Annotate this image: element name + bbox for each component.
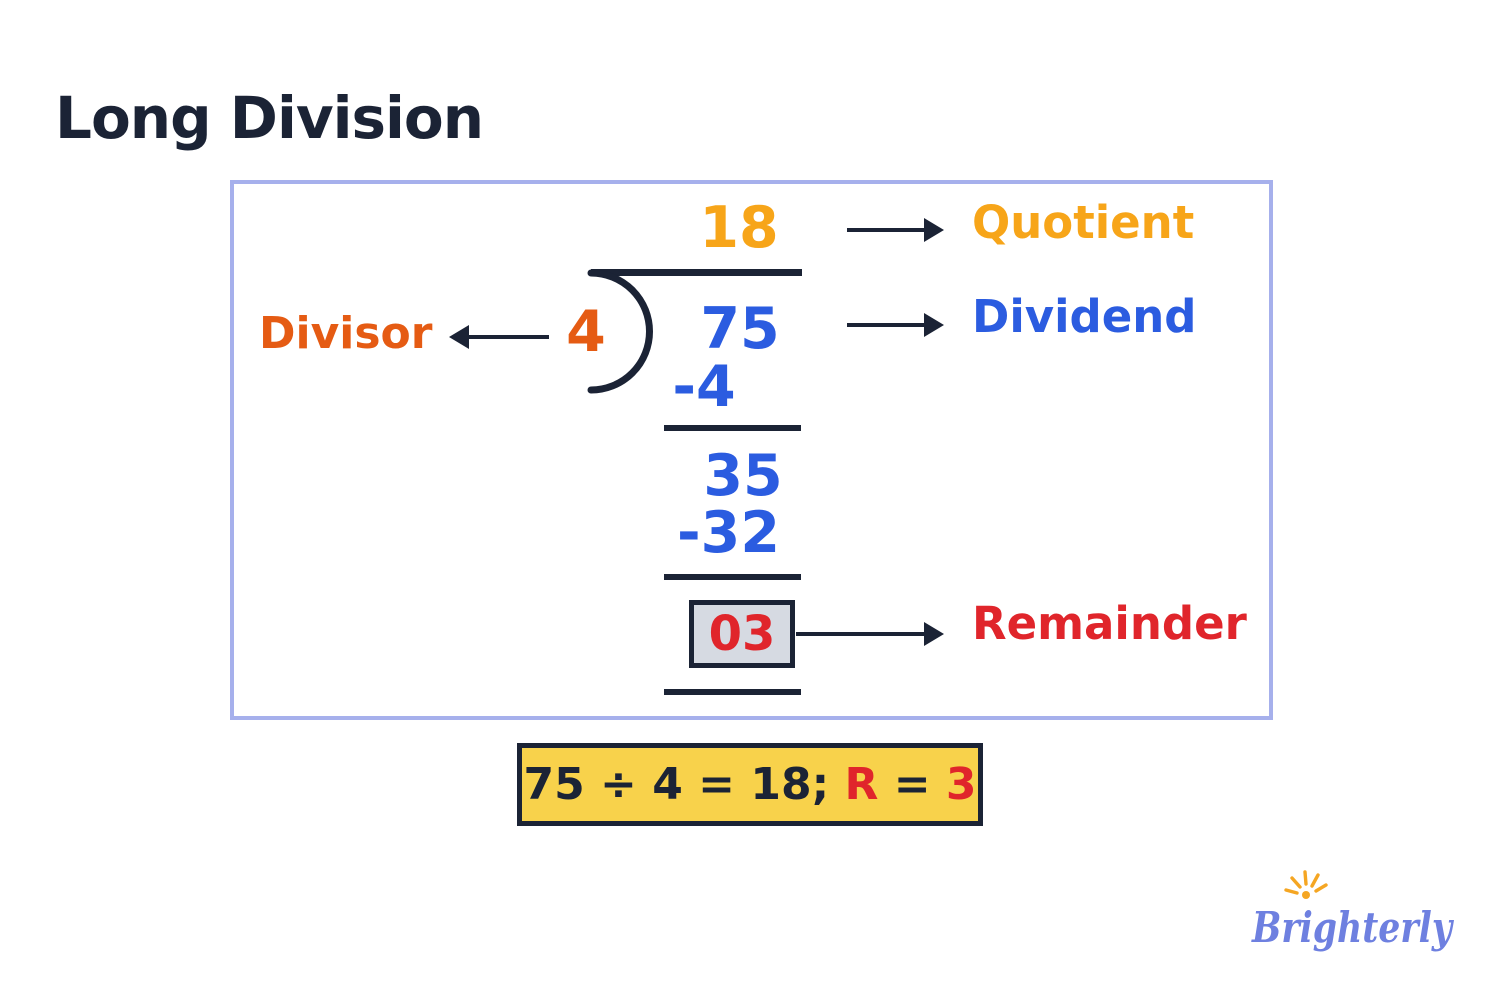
arrow-head-icon: [924, 218, 944, 242]
divisor-arrow-left-icon: [449, 325, 549, 349]
equation-remainder-letter: R: [844, 758, 879, 810]
underline-2: [664, 574, 801, 580]
division-bracket-bar: [591, 269, 802, 276]
remainder-value-box: 03: [689, 600, 795, 668]
arrow-shaft: [847, 228, 924, 232]
intermediate-result: 35: [703, 443, 783, 509]
arrow-shaft: [847, 323, 924, 327]
quotient-value: 18: [699, 195, 779, 261]
brighterly-logo: Brighterly: [1251, 870, 1454, 952]
remainder-value: 03: [708, 606, 776, 662]
equation-equals-sign: =: [878, 758, 946, 810]
arrow-head-icon: [924, 622, 944, 646]
dividend-label: Dividend: [972, 290, 1197, 343]
subtraction-step-2: -32: [677, 500, 780, 566]
division-bracket-icon: [587, 269, 653, 394]
remainder-label: Remainder: [972, 597, 1247, 650]
underline-1: [664, 425, 801, 431]
subtraction-step-1: -4: [672, 354, 736, 420]
quotient-label: Quotient: [972, 196, 1195, 249]
equation-main-text: 75 ÷ 4 = 18;: [523, 758, 845, 810]
quotient-arrow-right-icon: [847, 218, 944, 242]
underline-3: [664, 689, 801, 695]
arrow-shaft: [796, 632, 924, 636]
equation-remainder-number: 3: [945, 758, 977, 810]
division-diagram-panel: 18 4 75 -4 35 -32 03 Quotient Dividend R…: [230, 180, 1273, 720]
arrow-head-icon: [449, 325, 469, 349]
dividend-arrow-right-icon: [847, 313, 944, 337]
logo-text: Brighterly: [1251, 903, 1454, 952]
equation-summary-box: 75 ÷ 4 = 18; R = 3: [517, 743, 983, 826]
arrow-head-icon: [924, 313, 944, 337]
remainder-arrow-right-icon: [796, 622, 944, 646]
dividend-value: 75: [700, 296, 780, 362]
page-title: Long Division: [55, 84, 484, 152]
arrow-shaft: [469, 335, 549, 339]
divisor-label: Divisor: [259, 308, 433, 359]
divisor-value: 4: [566, 299, 606, 365]
sun-icon: [1284, 870, 1328, 899]
